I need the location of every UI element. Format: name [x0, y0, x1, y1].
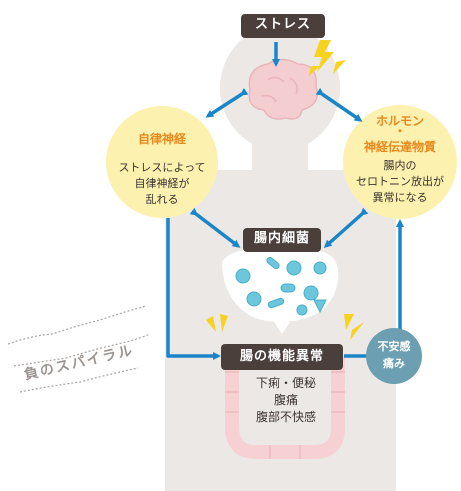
lightning-icon-left: [206, 314, 228, 332]
arrow-hormone-bacteria: [323, 207, 369, 248]
lightning-icon: [309, 40, 346, 76]
brain: [248, 58, 319, 120]
bacteria-icons: [235, 256, 327, 316]
hormone-title-dot: ・: [393, 124, 406, 138]
gut-bacteria-label: 腸内細菌: [243, 228, 321, 252]
symptom-diarrhea-constipation: 下痢・便秘: [255, 376, 316, 390]
intestine: [225, 351, 345, 459]
autonomic-circle: [106, 106, 218, 218]
hormone-circle: [343, 105, 457, 219]
arrow-brain-autonomic: [205, 87, 249, 118]
gut-function-label: 腸の機能異常: [221, 344, 343, 370]
autonomic-desc-line1: ストレスによって: [118, 161, 206, 174]
arrow-autonomic-bacteria: [189, 207, 241, 248]
autonomic-desc-line3: 乱れる: [145, 193, 179, 206]
gut-bacteria-area: [222, 250, 339, 334]
spiral-lines: [7, 305, 151, 393]
arrow-brain-hormone: [315, 87, 363, 122]
hormone-desc-line1: 腸内の: [383, 159, 417, 172]
autonomic-title: 自律神経: [137, 132, 186, 146]
stress-label: ストレス: [241, 14, 325, 38]
symptom-abdominal-pain: 腹痛: [273, 393, 298, 407]
hormone-title-line2: 神経伝達物質: [363, 140, 436, 154]
arrow-autonomic-gut: [166, 218, 221, 360]
symptom-abdominal-discomfort: 腹部不快感: [255, 410, 316, 424]
anxiety-bubble: [366, 328, 422, 384]
hormone-title-line1: ホルモン: [375, 114, 424, 128]
hormone-desc-line3: 異常になる: [372, 191, 428, 204]
autonomic-desc-line2: 自律神経が: [134, 177, 190, 190]
anxiety-line2: 痛み: [383, 357, 405, 370]
intestine-folds: [225, 371, 345, 459]
lightning-icon-right: [344, 314, 364, 340]
hormone-desc-line2: セロトニン放出が: [356, 175, 444, 188]
anxiety-line1: 不安感: [377, 340, 411, 353]
